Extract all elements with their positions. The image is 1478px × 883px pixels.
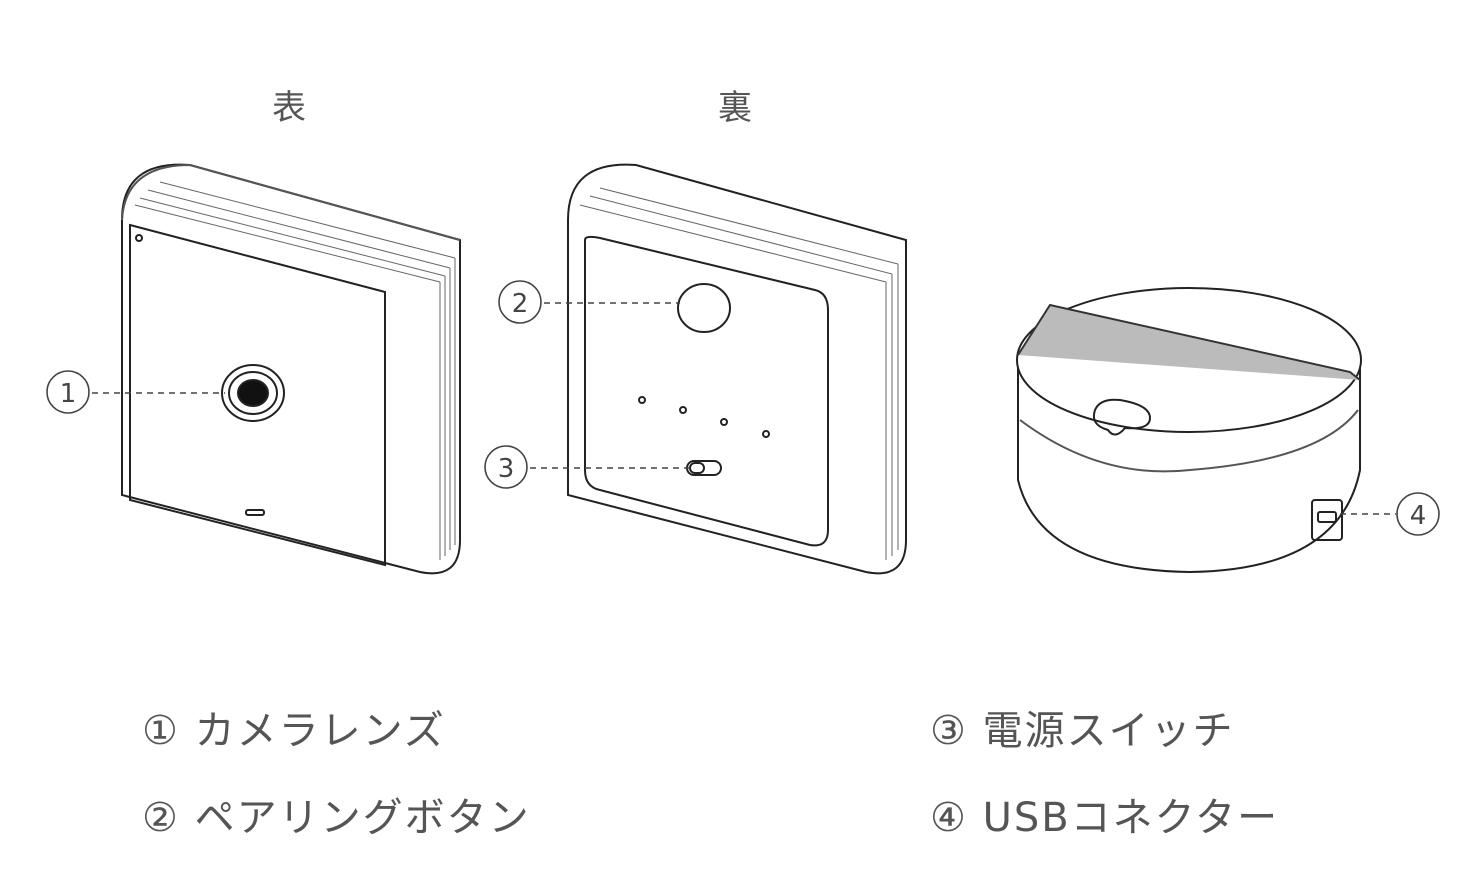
legend-item-camera-lens: ① カメラレンズ	[142, 708, 446, 754]
usb-base-device	[1016, 287, 1362, 574]
legend-item-power-switch: ③ 電源スイッチ	[930, 708, 1235, 754]
front-label: 表	[272, 88, 306, 128]
svg-text:4: 4	[1410, 501, 1427, 531]
legend-item-pairing-button: ② ペアリングボタン	[142, 795, 531, 841]
legend-item-usb-connector: ④ USBコネクター	[930, 795, 1280, 841]
back-device	[567, 163, 907, 575]
svg-text:2: 2	[512, 289, 529, 319]
back-label: 裏	[718, 88, 752, 128]
front-device	[121, 163, 461, 575]
svg-text:3: 3	[498, 454, 515, 484]
svg-text:1: 1	[60, 379, 77, 409]
leader-lines	[46, 280, 1440, 536]
